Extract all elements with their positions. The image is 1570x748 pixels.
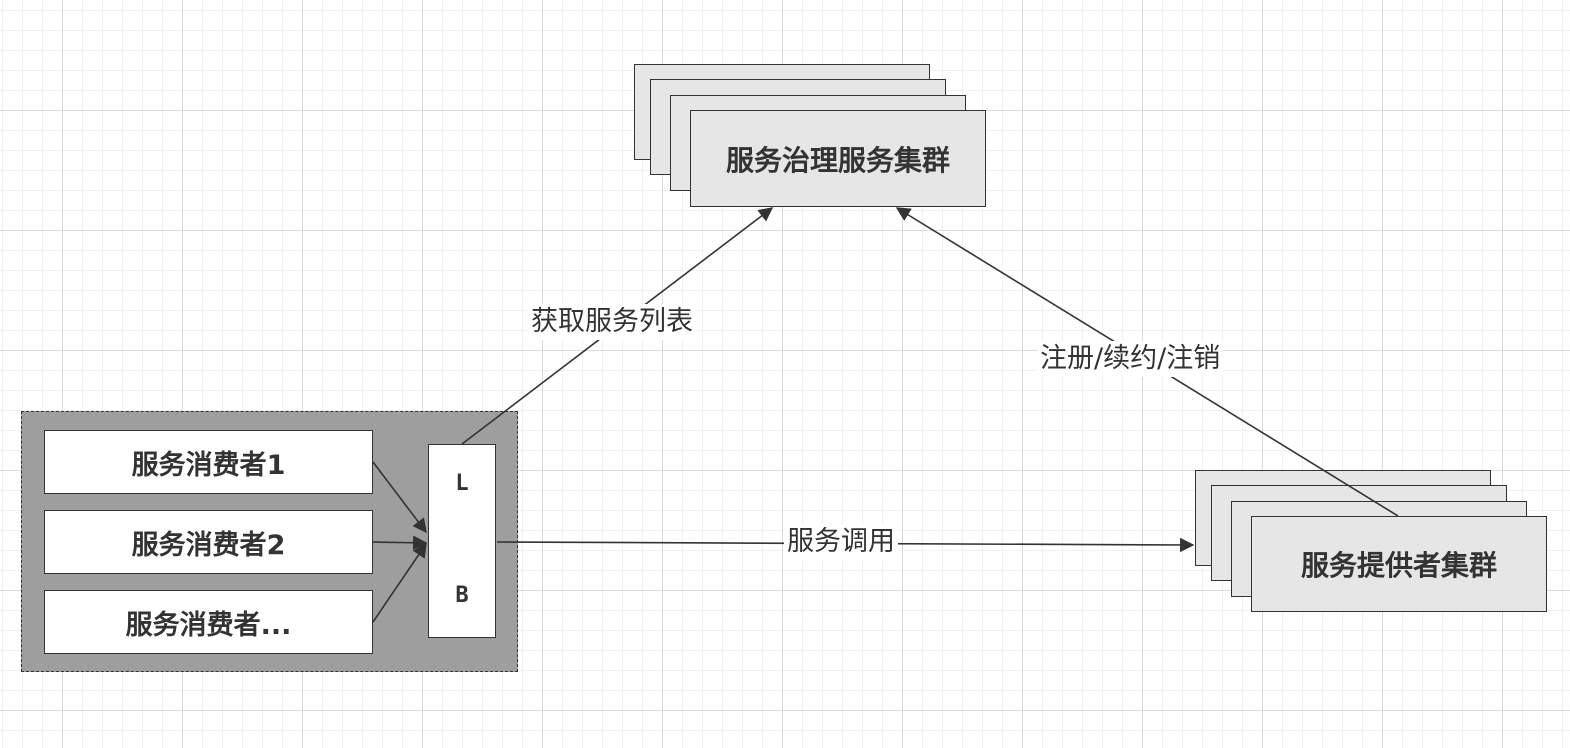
consumer-2-box[interactable]: 服务消费者2 xyxy=(44,510,373,574)
edge-label-register-renew-cancel: 注册/续约/注销 xyxy=(1037,341,1224,377)
consumer-2-label: 服务消费者2 xyxy=(131,529,286,561)
load-balancer-label-top: L xyxy=(455,471,469,496)
consumer-n-box[interactable]: 服务消费者... xyxy=(44,590,373,654)
provider-cluster-box[interactable]: 服务提供者集群 xyxy=(1251,516,1547,612)
consumer-n-label: 服务消费者... xyxy=(125,609,292,641)
provider-cluster-label: 服务提供者集群 xyxy=(1300,549,1497,582)
edge-label-service-call: 服务调用 xyxy=(784,524,898,560)
governance-cluster-box[interactable]: 服务治理服务集群 xyxy=(690,110,986,207)
consumer-1-box[interactable]: 服务消费者1 xyxy=(44,430,373,494)
edge-consumer1-to-lb xyxy=(372,461,427,534)
governance-cluster-label: 服务治理服务集群 xyxy=(725,143,950,177)
edge-consumer2-to-lb xyxy=(372,535,428,550)
consumer-1-label: 服务消费者1 xyxy=(131,449,286,481)
edge-label-fetch-service-list: 获取服务列表 xyxy=(528,304,696,340)
edge-consumern-to-lb xyxy=(372,542,427,623)
load-balancer-label-bottom: B xyxy=(455,583,469,608)
load-balancer-box[interactable]: L B xyxy=(428,444,496,638)
